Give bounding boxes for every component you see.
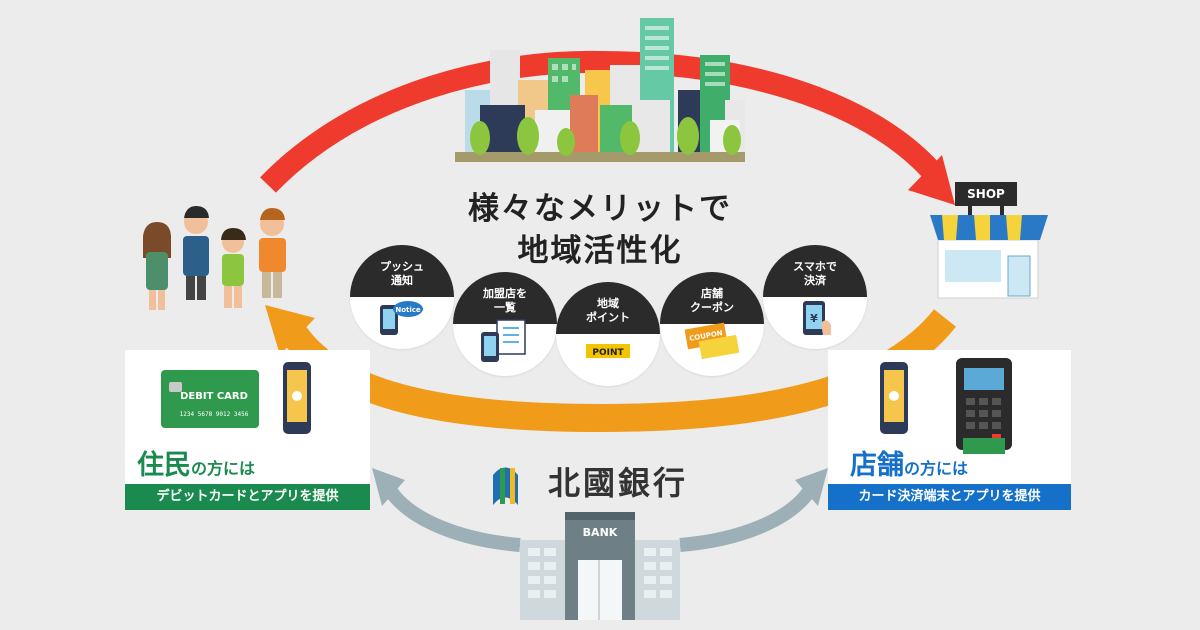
bank-name: 北國銀行	[548, 464, 689, 502]
debit-card-label: DEBIT CARD	[180, 391, 248, 402]
store-title-main: 店舗	[850, 450, 904, 481]
yen-symbol-text: ¥	[810, 312, 818, 325]
store-title-suffix: の方には	[904, 459, 969, 478]
feature-smartphone-payment: スマホで 決済 ¥	[763, 245, 867, 349]
debit-card-and-phone-icon: DEBIT CARD 1234 5678 9012 3456	[161, 362, 311, 434]
feature-label: 地域 ポイント	[586, 297, 630, 324]
store-panel-title: 店舗の方には	[850, 443, 968, 482]
feature-label: スマホで 決済	[793, 260, 837, 287]
gray-bank-arrows	[372, 468, 828, 552]
store-panel: 店舗の方には カード決済端末とアプリを提供	[828, 350, 1071, 510]
resident-panel-description: デビットカードとアプリを提供	[125, 484, 370, 510]
feature-store-list: 加盟店を 一覧	[453, 272, 557, 376]
feature-label: プッシュ 通知	[380, 260, 424, 287]
shop-sign: SHOP	[967, 187, 1005, 201]
feature-cap	[556, 282, 660, 334]
shop-illustration	[930, 182, 1048, 299]
feature-cap	[763, 245, 867, 297]
red-flow-arrow	[260, 50, 955, 205]
bank-sign: BANK	[582, 526, 618, 539]
store-list-phone-icon	[481, 319, 526, 362]
resident-title-suffix: の方には	[191, 459, 256, 478]
point-card-text: POINT	[592, 348, 624, 358]
city-skyline-illustration	[455, 18, 745, 162]
feature-label: 加盟店を 一覧	[483, 287, 527, 314]
bank-building-illustration	[520, 512, 680, 620]
resident-panel: DEBIT CARD 1234 5678 9012 3456 住民の方には デビ…	[125, 350, 370, 510]
headline-line-1: 様々なメリットで	[468, 191, 732, 227]
headline-line-2: 地域活性化	[517, 233, 683, 269]
store-panel-description: カード決済端末とアプリを提供	[828, 484, 1071, 510]
payment-terminal-and-phone-icon	[880, 358, 1012, 454]
feature-label: 店舗 クーポン	[690, 287, 734, 314]
feature-local-points: 地域 ポイント POINT	[556, 282, 660, 386]
smartphone-payment-icon: ¥	[803, 301, 831, 335]
feature-cap	[350, 245, 454, 297]
resident-title-main: 住民	[137, 450, 191, 481]
resident-panel-title: 住民の方には	[137, 443, 255, 482]
notice-bubble-text: Notice	[395, 306, 421, 314]
coupon-tickets-icon: COUPON	[684, 322, 740, 360]
feature-push-notification: プッシュ 通知 Notice	[350, 245, 454, 349]
feature-cap	[453, 272, 557, 324]
hokkoku-bank-logo-icon	[493, 467, 518, 505]
push-notification-phone-icon: Notice	[380, 301, 423, 335]
point-card-icon: POINT	[586, 344, 630, 358]
feature-store-coupon: 店舗 クーポン COUPON	[660, 272, 764, 376]
residents-people-illustration	[143, 206, 286, 310]
feature-cap	[660, 272, 764, 324]
debit-card-number: 1234 5678 9012 3456	[180, 411, 249, 418]
